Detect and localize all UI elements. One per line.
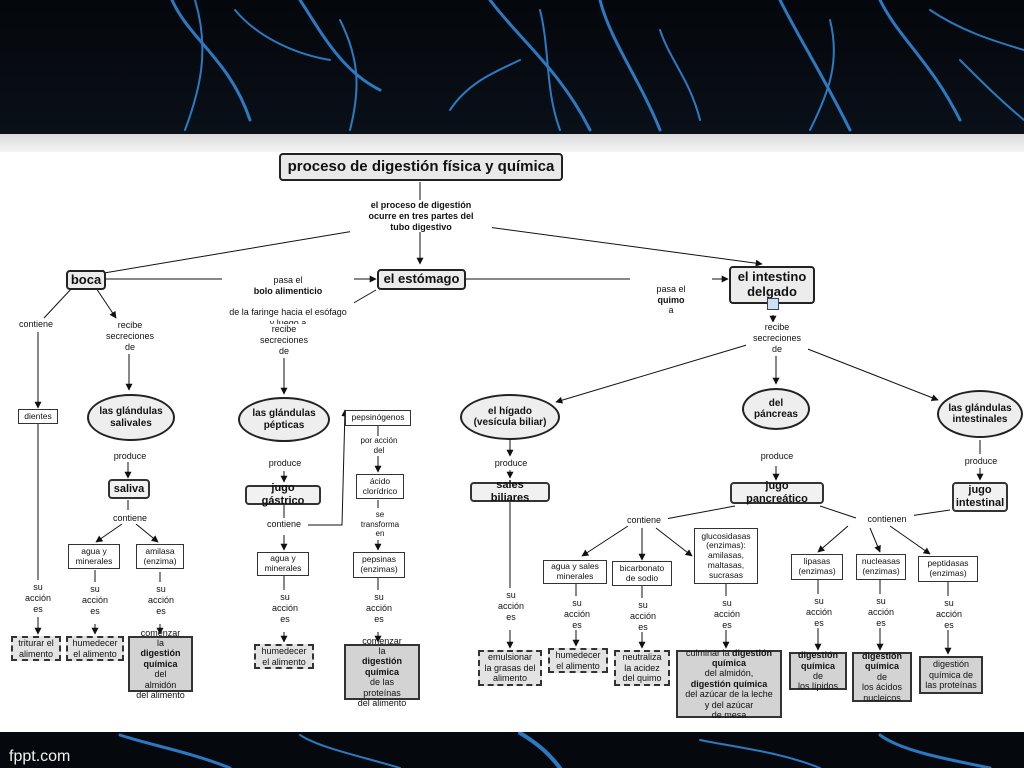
nucleasas-result-part2: de los ácidos nucleicos — [861, 671, 903, 703]
agua-sales-accion-label: su acción es — [560, 598, 594, 631]
amilasa-result-part1: comenzar la — [140, 627, 181, 649]
estomago-recibe-label: recibe secreciones de — [254, 324, 314, 357]
acido-clorhidrico-node: ácido clorídrico — [356, 474, 404, 499]
boca-recibe-label: recibe secreciones de — [100, 320, 160, 353]
nucleasas-result-node: digestión química de los ácidos nucleico… — [852, 651, 912, 703]
amilasa-result-part3: del almidón del alimento — [136, 669, 185, 700]
pepsinas-node: pepsinas (enzimas) — [353, 552, 405, 578]
agua-sales-node: agua y sales minerales — [543, 560, 607, 584]
boca-contiene-label: contiene — [14, 319, 58, 330]
peptidasas-node: peptidasas (enzimas) — [918, 556, 978, 582]
quimo-text: quimo — [657, 294, 685, 305]
saliva-agua-accion-label: su acción es — [78, 584, 112, 617]
amilasa-node: amilasa (enzima) — [136, 544, 184, 569]
salivales-produce-label: produce — [108, 451, 152, 462]
lipasas-result-part1: digestión química — [798, 650, 838, 671]
header-gradient-band — [0, 134, 1024, 152]
peptidasas-result-node: digestión química de las proteínas — [919, 656, 983, 694]
gluc-result-part3: digestión química — [690, 678, 768, 689]
gastrico-humedecer-node: humedecer el alimento — [254, 644, 314, 669]
lipasas-result-node: digestión química de los lípidos — [789, 650, 847, 692]
lipasas-accion-label: su acción es — [802, 596, 836, 629]
intestinal-contienen-label: contienen — [860, 514, 914, 525]
concept-map-link-icon[interactable] — [767, 298, 779, 310]
emulsionar-result-node: emulsionar la grasas del alimento — [478, 650, 542, 686]
pepsinas-result-part2: digestión química — [362, 656, 402, 677]
jugo-gastrico-node: jugo gástrico — [245, 482, 321, 507]
se-transforma-label: se transforma en — [356, 510, 404, 539]
glandulas-pepticas-node: las glándulas pépticas — [238, 397, 330, 442]
estomago-node: el estómago — [377, 269, 466, 290]
bolo-rest-text: de la faringe hacia el esófago y luego a — [229, 307, 347, 328]
nucleasas-node: nucleasas (enzimas) — [856, 554, 906, 580]
gastrico-agua-accion-label: su acción es — [268, 592, 302, 625]
nucleasas-result-part1: digestión química — [862, 651, 902, 672]
quimo-after-text: a — [668, 305, 674, 316]
pancreas-produce-label: produce — [754, 451, 800, 462]
amilasa-accion-label: su acción es — [144, 584, 178, 617]
saliva-agua-node: agua y minerales — [68, 544, 120, 569]
peptidasas-accion-label: su acción es — [932, 598, 966, 631]
pepsinas-result-part1: comenzar la — [362, 635, 402, 657]
neutraliza-result-node: neutraliza la acidez del quimo — [614, 650, 670, 686]
intestino-recibe-label: recibe secreciones de — [746, 322, 808, 355]
intestino-humedecer-node: humedecer el alimento — [548, 648, 608, 673]
glucosidasas-node: glucosidasas (enzimas): amilasas, maltas… — [694, 528, 758, 584]
amilasa-result-part2: digestión química — [140, 648, 181, 669]
sales-accion-label: su acción es — [494, 590, 528, 623]
gastrico-agua-node: agua y minerales — [257, 552, 309, 576]
bolo-alimenticio-text: bolo alimenticio — [253, 285, 323, 296]
pasa-el-text: pasa el — [273, 274, 303, 285]
saliva-humedecer-node: humedecer el alimento — [66, 636, 124, 661]
glandulas-intestinales-node: las glándulas intestinales — [937, 390, 1023, 438]
pepsinas-result-part3: de las proteínas del alimento — [357, 677, 407, 708]
quimo-link-label: pasa el quimo a — [630, 273, 712, 317]
pepsinogenos-node: pepsinógenos — [345, 410, 411, 426]
dientes-accion-label: su acción es — [20, 582, 56, 615]
lipasas-node: lipasas (enzimas) — [791, 554, 843, 580]
nucleasas-accion-label: su acción es — [864, 596, 898, 629]
glucosidasas-result-node: culminar la digestión química del almidó… — [676, 647, 782, 720]
sales-biliares-node: sales biliares — [470, 479, 550, 504]
footer-watermark: fppt.com — [9, 748, 71, 765]
amilasa-result-node: comenzar la digestión química del almidó… — [128, 628, 193, 700]
gluc-result-part4: del azúcar de la leche y del azúcar de m… — [685, 689, 773, 720]
pepsinas-accion-label: su acción es — [362, 592, 396, 625]
por-accion-label: por acción del — [355, 436, 403, 456]
concept-map-panel: proceso de digestión física y química el… — [0, 152, 1024, 732]
intestinales-produce-label: produce — [958, 456, 1004, 467]
jugo-intestinal-node: jugo intestinal — [952, 482, 1008, 512]
saliva-node: saliva — [108, 479, 150, 499]
jugo-pancreatico-node: jugo pancreático — [730, 480, 824, 505]
glucosidasas-accion-label: su acción es — [710, 598, 744, 631]
bicarbonato-accion-label: su acción es — [626, 600, 660, 633]
pancreatico-contiene-label: contiene — [620, 515, 668, 526]
pepsinas-result-node: comenzar la digestión química de las pro… — [344, 636, 420, 708]
glandulas-salivales-node: las glándulas salivales — [87, 394, 175, 441]
intro-statement: el proceso de digestión ocurre en tres p… — [350, 200, 492, 233]
boca-node: boca — [66, 270, 106, 290]
saliva-contiene-label: contiene — [106, 513, 154, 524]
gastrico-contiene-label: contiene — [260, 519, 308, 530]
higado-produce-label: produce — [488, 458, 534, 469]
higado-node: el hígado (vesícula biliar) — [460, 394, 560, 440]
triturar-result-node: triturar el alimento — [11, 636, 61, 661]
pancreas-node: del páncreas — [742, 388, 810, 430]
background-top-band — [0, 0, 1024, 134]
gluc-result-part2: del almidón, — [704, 668, 754, 679]
dientes-node: dientes — [18, 409, 58, 424]
bicarbonato-node: bicarbonato de sodio — [612, 561, 672, 586]
diagram-title: proceso de digestión física y química — [279, 153, 563, 181]
quimo-before-text: pasa el — [656, 283, 686, 294]
lipasas-result-part2: de los lípidos — [797, 671, 839, 692]
bolo-link-label: pasa el bolo alimenticio de la faringe h… — [222, 264, 354, 329]
pepticas-produce-label: produce — [262, 458, 308, 469]
gluc-result-part1: culminar la digestión química — [685, 647, 773, 669]
